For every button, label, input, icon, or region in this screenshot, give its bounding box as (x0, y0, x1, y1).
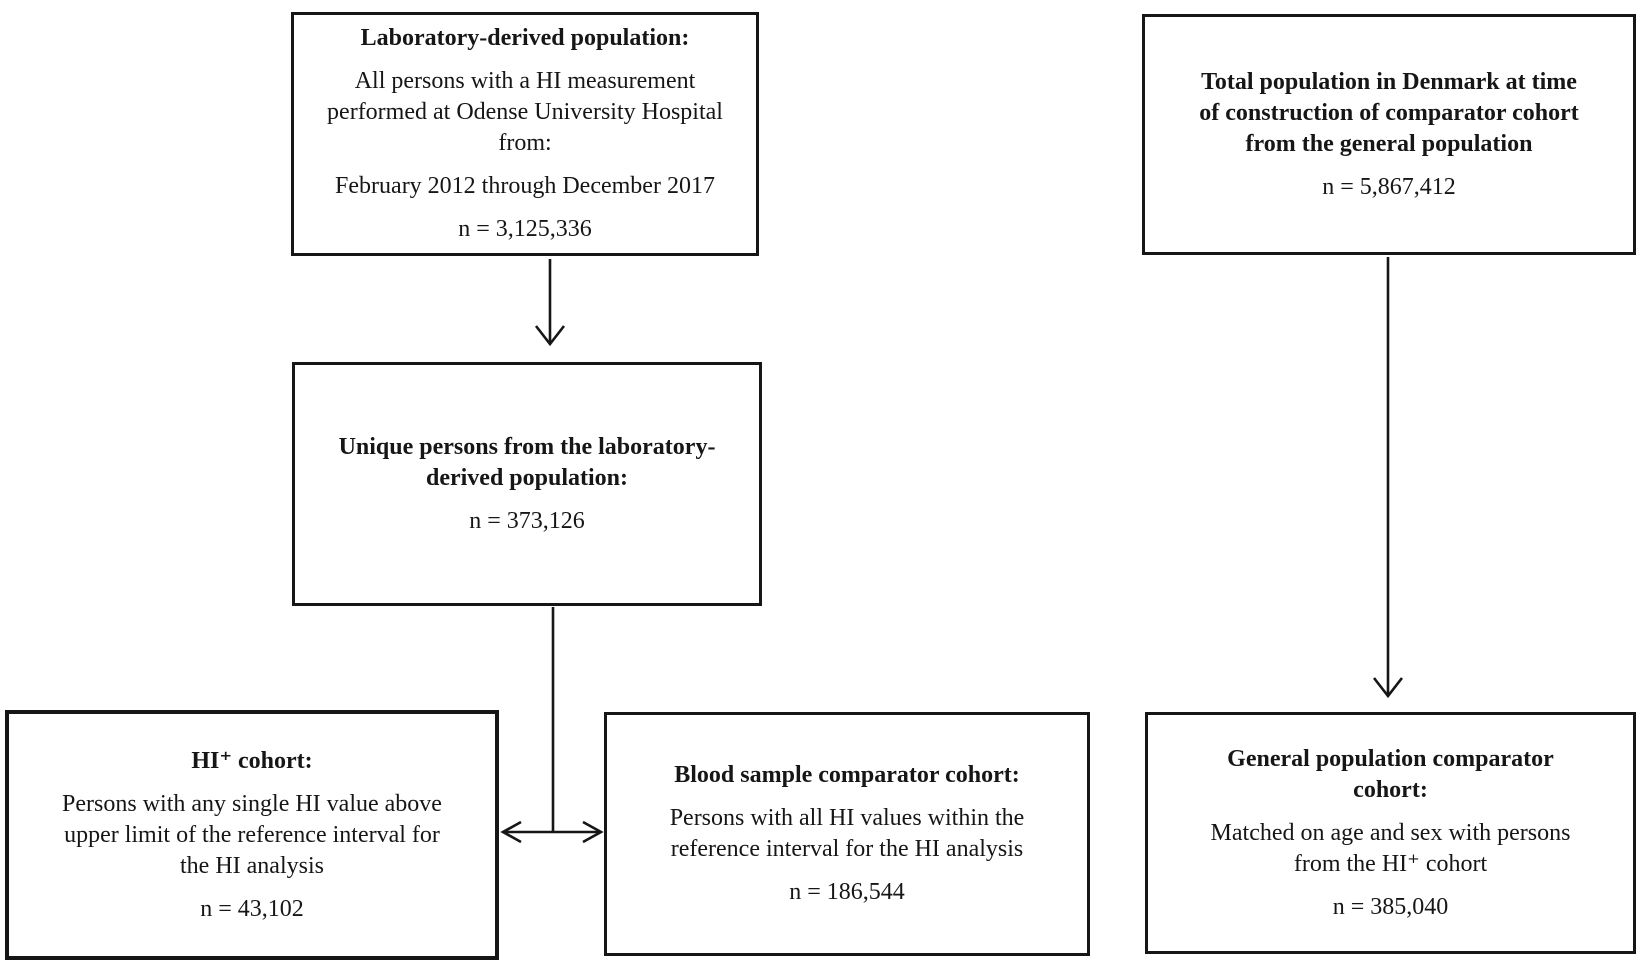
box-blood-sample-comparator-cohort: Blood sample comparator cohort: Persons … (604, 712, 1090, 956)
arrow-lab-to-unique-icon (534, 259, 566, 347)
box-title: Total population in Denmark at time of c… (1199, 68, 1579, 157)
box-count: n = 3,125,336 (458, 216, 592, 242)
box-title: Laboratory-derived population: (360, 25, 690, 51)
box-body: Persons with any single HI value above u… (62, 790, 442, 879)
arrow-unique-to-cohorts-icon (500, 607, 604, 844)
box-body: Persons with all HI values within the re… (669, 805, 1025, 862)
box-title: General population comparator cohort: (1227, 745, 1554, 803)
box-body: Matched on age and sex with persons from… (1210, 819, 1571, 877)
box-title: HI⁺ cohort: (191, 747, 313, 774)
box-body: All persons with a HI measurement perfor… (327, 68, 723, 156)
arrow-denmark-to-general-icon (1372, 257, 1404, 699)
box-title: Blood sample comparator cohort: (674, 762, 1020, 788)
box-general-population-comparator-cohort: General population comparator cohort: Ma… (1145, 712, 1636, 954)
box-count: n = 5,867,412 (1322, 173, 1456, 200)
box-laboratory-derived-population: Laboratory-derived population: All perso… (291, 12, 759, 256)
box-count: n = 373,126 (469, 507, 585, 534)
box-count: n = 186,544 (789, 879, 905, 905)
box-body: February 2012 through December 2017 (335, 173, 715, 199)
box-count: n = 43,102 (200, 895, 304, 922)
box-unique-persons: Unique persons from the laboratory- deri… (292, 362, 762, 606)
box-title: Unique persons from the laboratory- deri… (338, 433, 716, 491)
box-total-population-denmark: Total population in Denmark at time of c… (1142, 14, 1636, 255)
box-hi-positive-cohort: HI⁺ cohort: Persons with any single HI v… (5, 710, 499, 960)
box-count: n = 385,040 (1332, 893, 1449, 920)
